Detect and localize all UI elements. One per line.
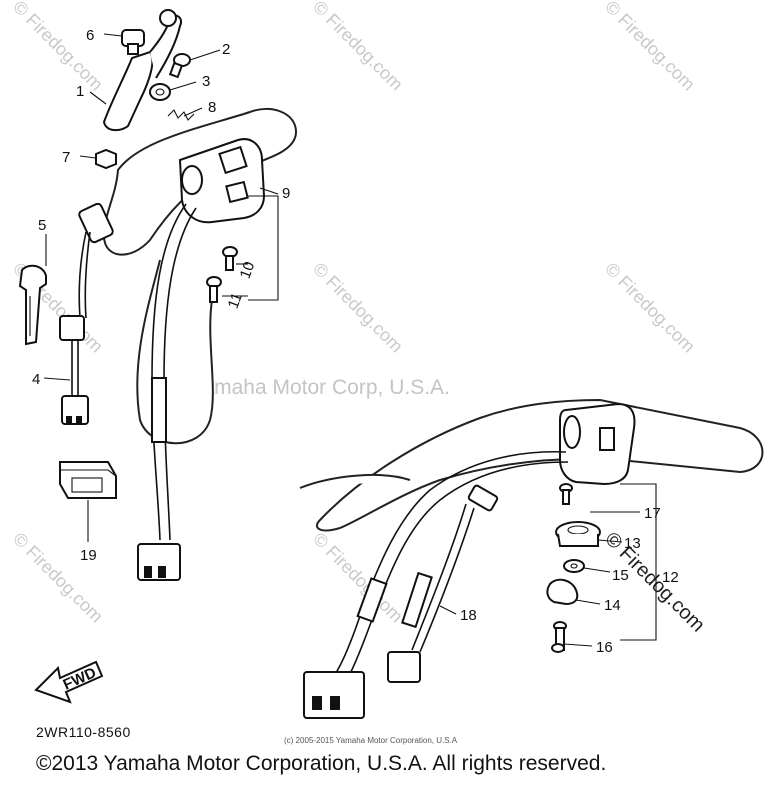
callout-2: 2 xyxy=(222,41,230,58)
callout-10: 10 xyxy=(237,259,259,280)
callout-18: 18 xyxy=(460,607,477,624)
watermark-center: Yamaha Motor Corp, U.S.A. xyxy=(190,376,450,399)
wire-18 xyxy=(387,484,499,683)
callout-4: 4 xyxy=(32,371,40,388)
callout-11: 11 xyxy=(225,290,246,310)
right-handlebar-outline xyxy=(315,398,764,532)
leader-lines xyxy=(43,33,657,647)
right-switch-harness xyxy=(303,450,569,719)
right-switch-housing xyxy=(559,402,636,486)
bolt-2 xyxy=(168,53,191,79)
lever-bracket xyxy=(102,9,182,132)
nut-3 xyxy=(149,83,171,101)
callout-numbers: 6 2 3 1 8 7 9 5 10 11 4 19 17 13 12 15 1… xyxy=(32,27,679,656)
right-switch-assembly xyxy=(299,398,764,719)
left-switch-assembly: FWD xyxy=(18,9,298,704)
screw-11 xyxy=(206,276,222,303)
screw-17 xyxy=(559,483,573,505)
spring-8 xyxy=(167,109,195,121)
watermark-firedog: © Firedog.com xyxy=(601,259,699,357)
small-copyright: (c) 2005-2015 Yamaha Motor Corporation, … xyxy=(284,736,458,745)
callout-14: 14 xyxy=(604,597,621,614)
callout-8: 8 xyxy=(208,99,216,116)
wire-4 xyxy=(59,202,114,425)
callout-9: 9 xyxy=(282,185,290,202)
fwd-label: FWD xyxy=(61,664,99,693)
callout-15: 15 xyxy=(612,567,629,584)
left-switch-harness xyxy=(137,203,197,581)
screw-6 xyxy=(121,29,145,55)
watermark-firedog: © Firedog.com xyxy=(309,0,407,94)
callout-12: 12 xyxy=(662,569,679,586)
screw-16 xyxy=(551,621,567,653)
callout-16: 16 xyxy=(596,639,613,656)
screw-10 xyxy=(222,246,238,271)
fwd-arrow: FWD xyxy=(34,660,104,704)
nut-7 xyxy=(95,148,117,170)
callout-1: 1 xyxy=(76,83,84,100)
relay-19 xyxy=(59,461,117,499)
footer-copyright: ©2013 Yamaha Motor Corporation, U.S.A. A… xyxy=(36,752,607,775)
watermark-firedog: © Firedog.com xyxy=(601,0,699,94)
watermark-firedog: © Firedog.com xyxy=(9,0,107,94)
left-grip-lower-outline xyxy=(136,259,214,445)
callout-13: 13 xyxy=(624,535,641,552)
key-5 xyxy=(18,264,47,346)
callout-19: 19 xyxy=(80,547,97,564)
watermark-firedog: © Firedog.com xyxy=(309,259,407,357)
callout-7: 7 xyxy=(62,149,70,166)
watermark-firedog: © Firedog.com xyxy=(309,529,407,627)
right-grip-lower-outline xyxy=(299,473,411,489)
diagram-code: 2WR110-8560 xyxy=(36,724,131,740)
part-13 xyxy=(555,521,601,547)
callout-5: 5 xyxy=(38,217,46,234)
callout-3: 3 xyxy=(202,73,210,90)
watermark-firedog: © Firedog.com xyxy=(9,529,107,627)
washer-15 xyxy=(563,559,585,573)
part-14 xyxy=(546,578,579,606)
callout-17: 17 xyxy=(644,505,661,522)
callout-6: 6 xyxy=(86,27,94,44)
